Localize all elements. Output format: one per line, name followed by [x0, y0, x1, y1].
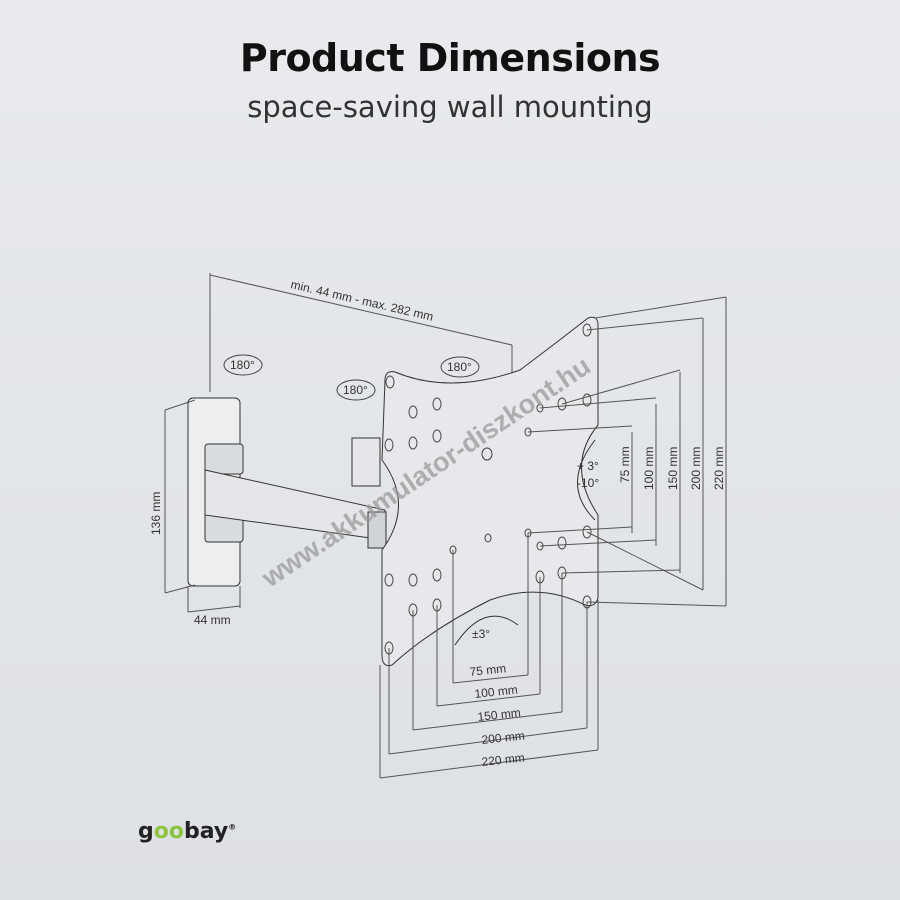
rotation-badge-plate: 180°: [440, 356, 480, 378]
svg-text:180°: 180°: [230, 358, 255, 372]
vesa-v-150: 150 mm: [666, 447, 680, 490]
vesa-v-200: 200 mm: [689, 447, 703, 490]
vesa-h-75: 75 mm: [469, 661, 507, 679]
vesa-h-200: 200 mm: [481, 729, 526, 747]
swivel-arc: [454, 615, 519, 646]
tilt-down-label: -10°: [577, 476, 599, 490]
depth-label: 44 mm: [194, 613, 231, 627]
vesa-v-100: 100 mm: [642, 447, 656, 490]
svg-text:180°: 180°: [343, 383, 368, 397]
tilt-arc: [577, 439, 596, 521]
vesa-v-220: 220 mm: [712, 447, 726, 490]
vesa-vertical-dims: [527, 296, 727, 607]
vesa-horizontal-dims: [379, 533, 599, 779]
extension-dimension-line: [209, 274, 513, 346]
page-subtitle: space-saving wall mounting: [247, 90, 653, 124]
tilt-up-label: + 3°: [577, 459, 599, 473]
height-label: 136 mm: [149, 492, 163, 535]
wall-bracket: [187, 397, 387, 587]
depth-dim-line: [187, 605, 241, 613]
svg-text:180°: 180°: [447, 360, 472, 374]
vesa-h-100: 100 mm: [474, 683, 519, 701]
extension-label: min. 44 mm - max. 282 mm: [289, 277, 434, 323]
vesa-v-75: 75 mm: [618, 446, 632, 483]
swivel-label: ±3°: [472, 627, 490, 641]
page-title: Product Dimensions: [239, 36, 661, 80]
vesa-h-220: 220 mm: [481, 751, 526, 769]
rotation-badge-wall: 180°: [223, 354, 263, 376]
rotation-badge-mid: 180°: [336, 379, 376, 401]
vesa-h-150: 150 mm: [477, 706, 522, 724]
goobay-logo: goobay®: [138, 819, 237, 844]
